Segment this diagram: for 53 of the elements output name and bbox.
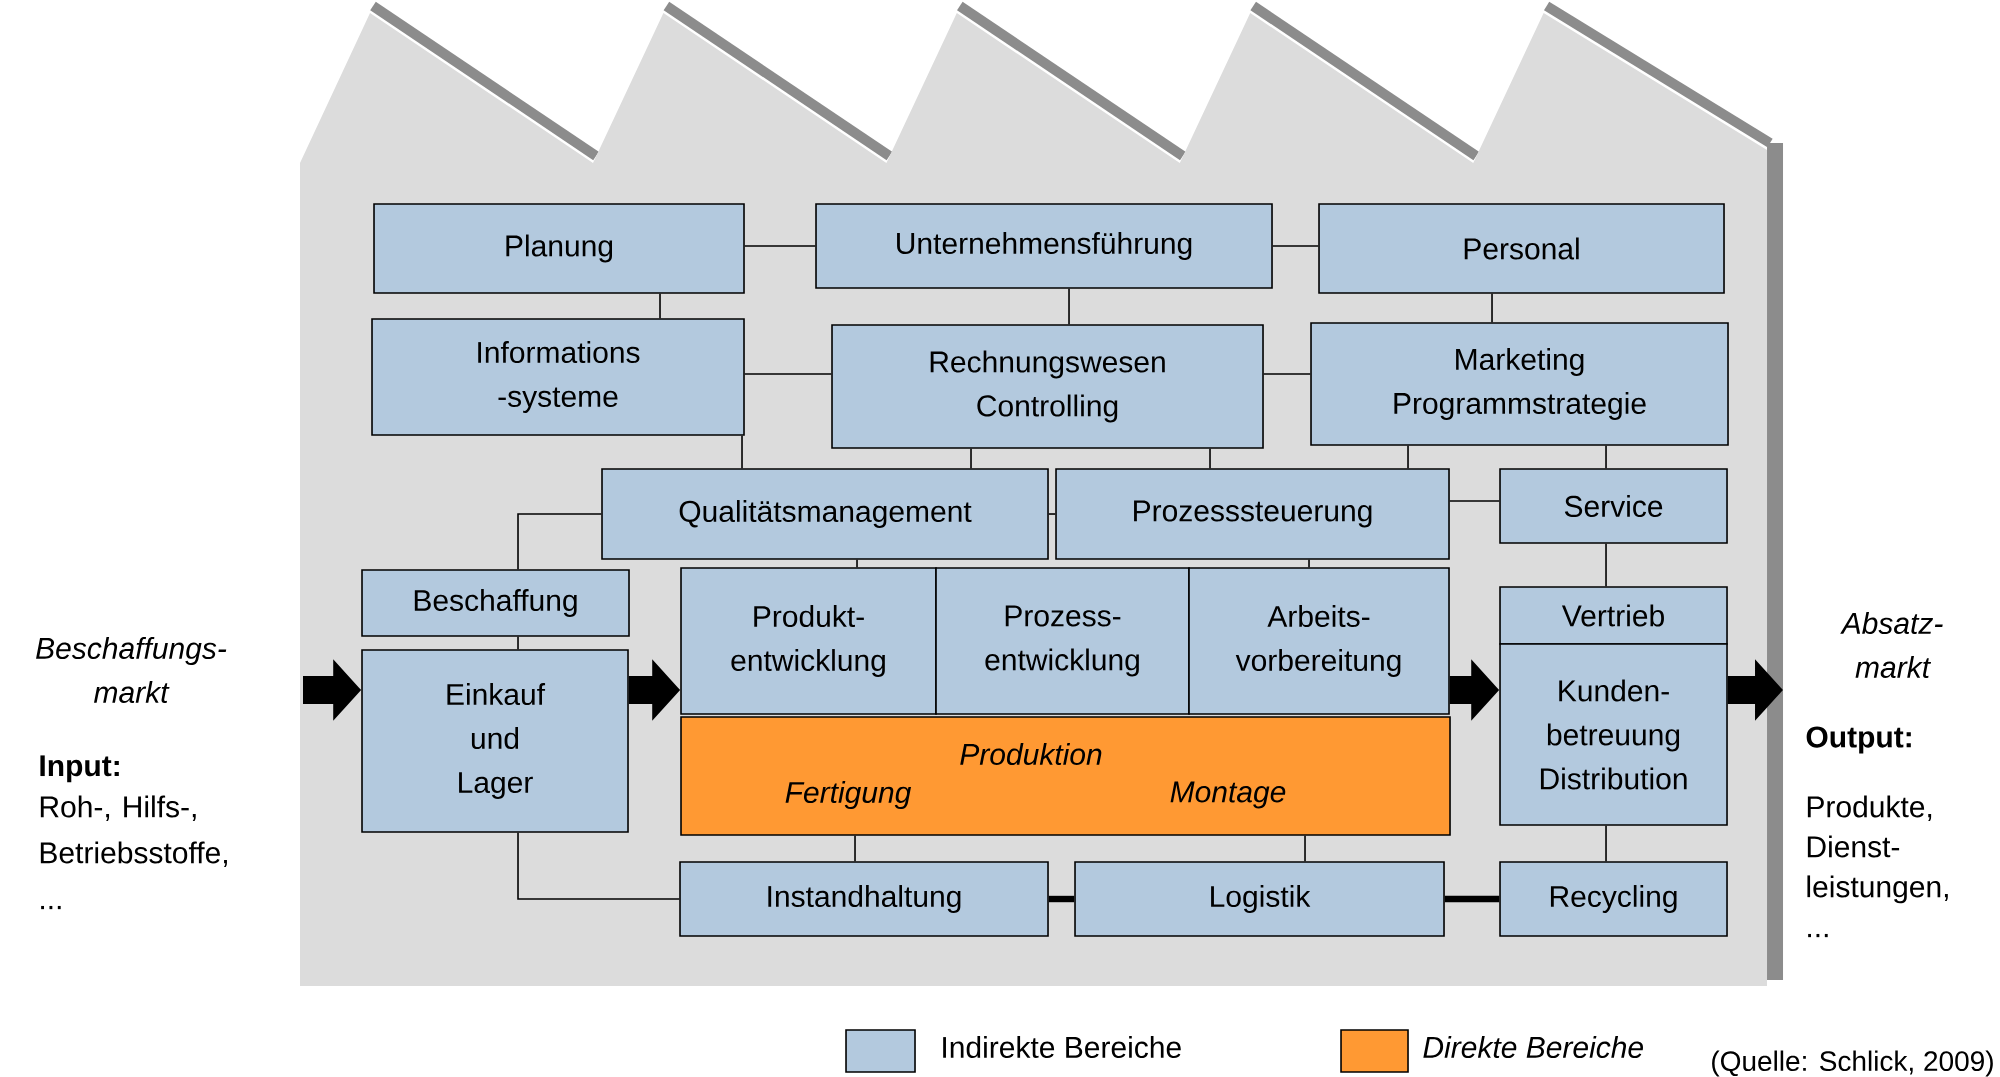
- connector-line: [659, 293, 661, 319]
- source-note: (Quelle: Schlick, 2009): [1712, 1050, 1993, 1077]
- connector-line: [1491, 293, 1493, 323]
- connector-line: [1407, 445, 1409, 469]
- connector-line: [854, 835, 856, 862]
- process-box: Marketing Programmstrategie: [1310, 322, 1729, 446]
- connector-line: [1048, 895, 1075, 903]
- process-box: Unternehmensführung: [815, 203, 1273, 289]
- heading-text: Output:: [1806, 726, 1911, 754]
- connector-line: [1444, 895, 1500, 903]
- connector-line: [970, 448, 972, 469]
- connector-line: [1308, 559, 1310, 568]
- process-box: Personal: [1318, 203, 1725, 294]
- process-box: Informations -systeme: [371, 318, 745, 436]
- process-box: Arbeits- vorbereitung: [1188, 567, 1450, 715]
- process-box: Beschaffung: [361, 569, 630, 637]
- connector-line: [1304, 835, 1306, 862]
- heading-text: Input:: [40, 755, 119, 783]
- process-box: Rechnungswesen Controlling: [831, 324, 1264, 449]
- production-box: Produktion Fertigung Montage: [680, 716, 1451, 836]
- process-box: Prozesssteuerung: [1055, 468, 1450, 560]
- connector-line: [517, 513, 602, 570]
- connector-line: [1263, 373, 1311, 375]
- connector-line: [1048, 513, 1056, 515]
- connector-line: [1209, 448, 1211, 469]
- connector-line: [856, 559, 858, 568]
- note-text: Produkte, Dienst- leistungen, ...: [1807, 795, 1948, 938]
- note-text: Roh-, Hilfs-, Betriebsstoffe, ...: [40, 795, 227, 910]
- legend-label: Indirekte Bereiche: [943, 1036, 1181, 1058]
- market-text: Absatz- markt: [1840, 612, 1943, 678]
- process-box: Instandhaltung: [679, 861, 1049, 937]
- legend-label: Direkte Bereiche: [1423, 1036, 1643, 1058]
- connector-line: [744, 245, 816, 247]
- market-text: Beschaffungs- markt: [36, 637, 227, 703]
- connector-line: [1449, 500, 1500, 502]
- process-box: Planung: [373, 203, 745, 294]
- process-box: Recycling: [1499, 861, 1728, 937]
- connector-line: [1605, 445, 1607, 469]
- connector-line: [1272, 245, 1319, 247]
- process-box: Produkt- entwicklung: [680, 567, 937, 715]
- process-box: Vertrieb: [1499, 586, 1728, 645]
- connector-line: [517, 636, 519, 650]
- connector-line: [744, 373, 832, 375]
- connector-line: [517, 832, 680, 900]
- process-box: Logistik: [1074, 861, 1445, 937]
- process-box: Einkauf und Lager: [361, 649, 629, 833]
- process-box: Service: [1499, 468, 1728, 544]
- process-box: Qualitätsmanagement: [601, 468, 1049, 560]
- process-box: Prozess- entwicklung: [935, 567, 1190, 715]
- connector-line: [741, 435, 743, 469]
- connector-line: [1605, 543, 1607, 587]
- connector-line: [1605, 825, 1607, 862]
- connector-line: [1068, 288, 1070, 325]
